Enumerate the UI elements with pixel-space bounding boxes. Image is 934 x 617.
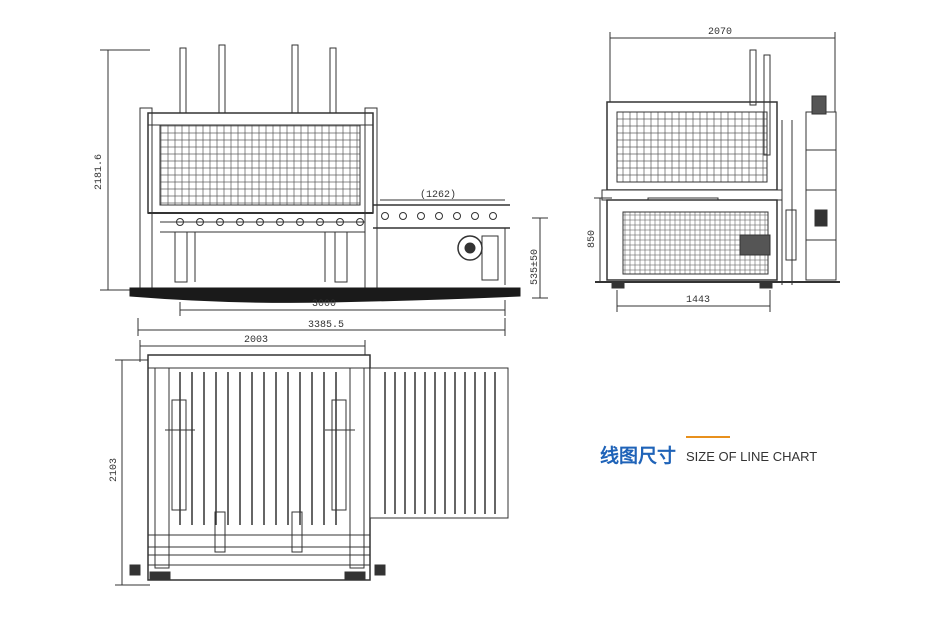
front-overall-dim: 3385.5 [308,320,344,331]
side-base-dim: 1443 [686,295,710,306]
title-accent-bar [686,436,731,438]
top-width-dim: 2003 [244,335,268,346]
front-roller-height-dim: 535±50 [530,249,541,285]
front-conveyor-dim: (1262) [420,189,456,201]
side-view [594,32,840,312]
top-rollers-main [179,372,337,525]
front-base-dim: 3000 [312,299,336,310]
title-english: SIZE OF LINE CHART [686,449,818,464]
top-rollers-extension [384,372,496,514]
title-chinese: 线图尺寸 [600,445,677,467]
top-depth-dim: 2103 [109,458,120,482]
side-width-dim: 2070 [708,27,732,38]
front-height-dim: 2181.6 [94,154,105,190]
front-view [100,44,548,336]
title-english-wrap: SIZE OF LINE CHART [686,436,818,466]
top-view [115,340,509,586]
front-rollers [176,212,497,226]
chart-title: 线图尺寸 SIZE OF LINE CHART [600,436,818,467]
side-height-dim: 850 [587,230,598,248]
